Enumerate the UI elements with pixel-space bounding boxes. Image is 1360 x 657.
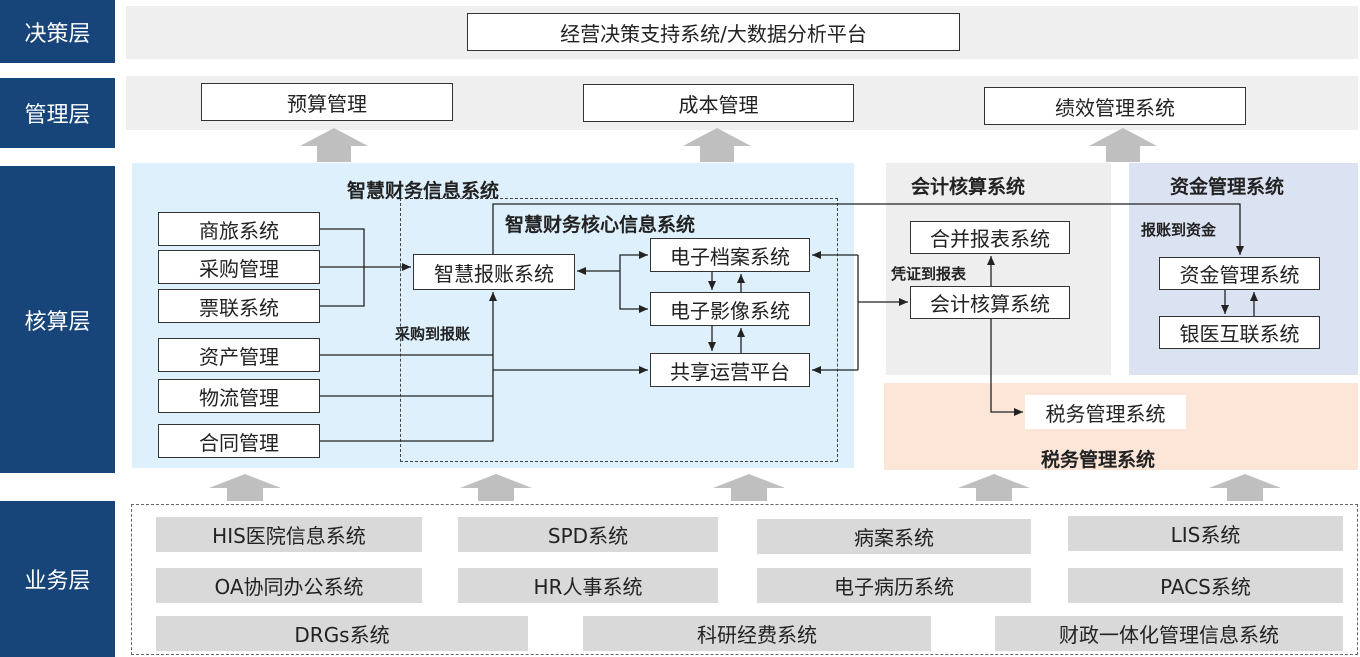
voucher-to-report-label: 凭证到报表 <box>891 265 967 283</box>
business-system-box: DRGs系统 <box>156 616 528 651</box>
consolidated-box: 合并报表系统 <box>910 221 1070 254</box>
up-block-arrows-management <box>300 128 1157 162</box>
connector-lines <box>320 203 1258 442</box>
business-panel <box>131 504 1358 655</box>
smart-finance-title: 智慧财务信息系统 <box>347 180 500 202</box>
left-system-box: 合同管理 <box>158 424 320 458</box>
business-system-box: OA协同办公系统 <box>156 568 422 603</box>
fund-panel-title: 资金管理系统 <box>1170 176 1285 198</box>
business-system-box: 财政一体化管理信息系统 <box>995 616 1343 651</box>
business-system-box: LIS系统 <box>1068 516 1343 551</box>
budget-box: 预算管理 <box>201 83 453 121</box>
business-system-box: HR人事系统 <box>458 568 718 603</box>
tax-panel-title: 税务管理系统 <box>1041 449 1156 471</box>
layer-label-accounting: 核算层 <box>0 166 115 473</box>
left-system-box: 物流管理 <box>158 379 320 413</box>
business-system-box: 电子病历系统 <box>757 568 1031 603</box>
e-image-box: 电子影像系统 <box>650 292 810 326</box>
purchase-to-reimb-label: 采购到报账 <box>395 325 471 343</box>
tax-system-box: 税务管理系统 <box>1025 395 1186 429</box>
up-block-arrows-accounting <box>209 474 1281 501</box>
reimb-to-fund-label: 报账到资金 <box>1141 221 1217 239</box>
left-system-box: 资产管理 <box>158 338 320 372</box>
business-system-box: PACS系统 <box>1068 568 1343 603</box>
left-system-box: 采购管理 <box>158 250 320 284</box>
cost-box: 成本管理 <box>583 84 854 122</box>
reimbursement-box: 智慧报账系统 <box>413 254 575 290</box>
acct-panel <box>886 163 1111 375</box>
performance-box: 绩效管理系统 <box>984 87 1246 125</box>
e-archive-box: 电子档案系统 <box>650 238 810 272</box>
layer-label-management: 管理层 <box>0 78 115 148</box>
shared-ops-box: 共享运营平台 <box>650 353 810 387</box>
business-system-box: HIS医院信息系统 <box>156 517 422 552</box>
acct-system-box: 会计核算系统 <box>910 286 1070 319</box>
left-system-box: 商旅系统 <box>158 212 320 246</box>
business-system-box: 科研经费系统 <box>583 616 931 651</box>
fund-system-box: 资金管理系统 <box>1159 257 1320 290</box>
business-system-box: SPD系统 <box>458 517 718 552</box>
decision-platform-box: 经营决策支持系统/大数据分析平台 <box>467 13 960 51</box>
acct-panel-title: 会计核算系统 <box>911 176 1026 198</box>
smart-core-panel <box>400 198 838 462</box>
layer-label-decision: 决策层 <box>0 0 115 63</box>
smart-core-title: 智慧财务核心信息系统 <box>505 214 696 236</box>
business-system-box: 病案系统 <box>757 519 1031 554</box>
left-system-box: 票联系统 <box>158 289 320 323</box>
bank-hospital-box: 银医互联系统 <box>1159 316 1320 349</box>
layer-label-business: 业务层 <box>0 501 115 657</box>
